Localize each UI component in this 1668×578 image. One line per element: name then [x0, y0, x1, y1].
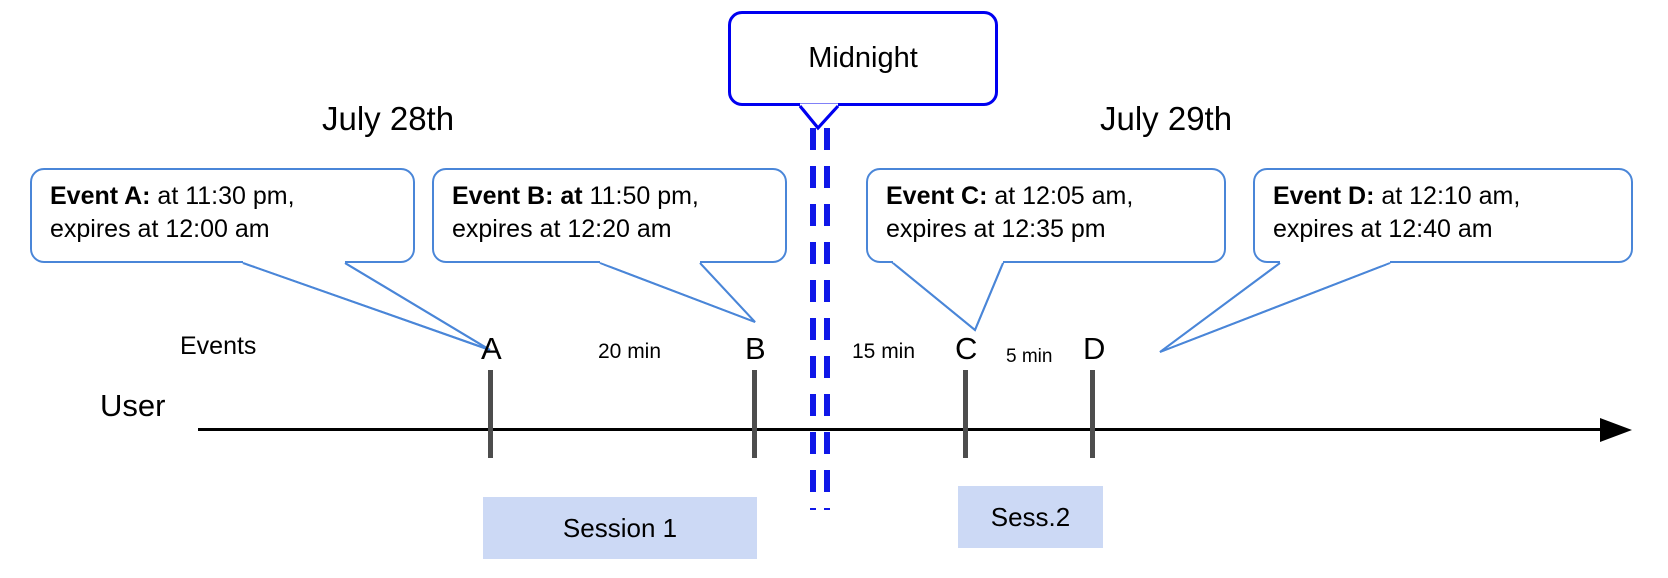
date-label-right: July 29th: [1100, 100, 1233, 137]
leader-event-a: [242, 262, 491, 351]
event-letter-a: A: [481, 331, 502, 366]
midnight-dash-right: [824, 128, 830, 510]
callout-b-bold: Event B: at: [452, 182, 583, 210]
session-block-1: Session 1: [483, 497, 757, 559]
callout-d-rest: at 12:10 am,: [1374, 182, 1521, 210]
callout-c-line2: expires at 12:35 pm: [886, 214, 1106, 243]
callout-a-line2: expires at 12:00 am: [50, 214, 270, 243]
event-letter-c: C: [955, 331, 978, 366]
callout-a-rest: at 11:30 pm,: [150, 182, 295, 210]
date-label-left: July 28th: [322, 100, 455, 137]
events-row-label: Events: [180, 332, 257, 360]
midnight-dash-left: [810, 128, 816, 510]
midnight-tail: [798, 104, 840, 131]
gap-label-a-b: 20 min: [598, 340, 662, 363]
callout-c-rest: at 12:05 am,: [987, 182, 1134, 210]
callout-a-bold: Event A:: [50, 182, 151, 210]
gap-label-b-c: 15 min: [852, 340, 916, 363]
tick-event-a: [488, 370, 493, 458]
callout-d-line2: expires at 12:40 am: [1273, 214, 1493, 243]
tick-event-c: [963, 370, 968, 458]
callout-event-c: Event C: at 12:05 am, expires at 12:35 p…: [866, 168, 1226, 263]
timeline-axis: [198, 428, 1606, 431]
midnight-callout: Midnight: [728, 11, 998, 106]
callout-event-d: Event D: at 12:10 am, expires at 12:40 a…: [1253, 168, 1633, 263]
callout-b-rest: 11:50 pm,: [582, 182, 699, 210]
callout-c-bold: Event C:: [886, 182, 988, 210]
callout-b-line2: expires at 12:20 am: [452, 214, 672, 243]
tick-event-d: [1090, 370, 1095, 458]
tick-event-b: [752, 370, 757, 458]
callout-event-a: Event A: at 11:30 pm, expires at 12:00 a…: [30, 168, 415, 263]
callout-event-b: Event B: at 11:50 pm, expires at 12:20 a…: [432, 168, 787, 263]
session-block-2: Sess.2: [958, 486, 1103, 548]
session-2-label: Sess.2: [990, 501, 1071, 532]
event-letter-d: D: [1083, 331, 1106, 366]
user-row-label: User: [100, 388, 166, 423]
leader-event-d: [1159, 262, 1391, 353]
leader-event-c: [890, 262, 1005, 332]
callout-d-bold: Event D:: [1273, 182, 1375, 210]
leader-event-b: [599, 262, 756, 323]
event-letter-b: B: [745, 331, 766, 366]
session-1-label: Session 1: [562, 512, 678, 543]
midnight-label: Midnight: [808, 42, 918, 74]
gap-label-c-d: 5 min: [1006, 346, 1053, 367]
